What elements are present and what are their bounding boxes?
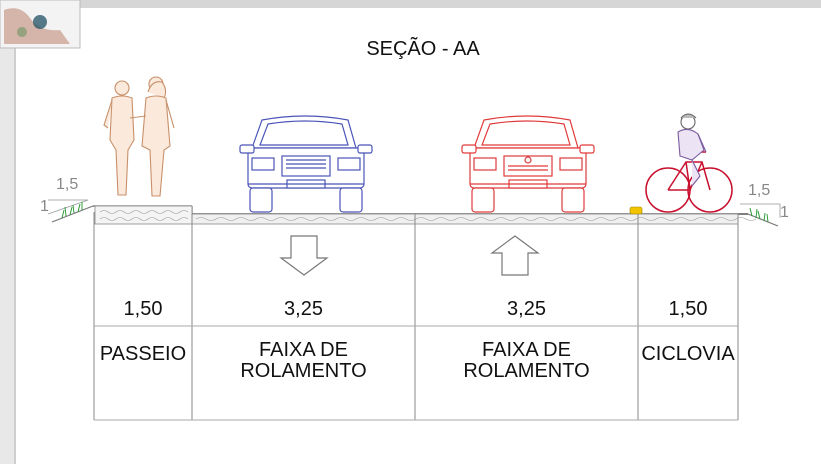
pedestrians-icon	[103, 76, 175, 197]
gravel-texture	[99, 210, 757, 221]
car-right-icon	[461, 115, 595, 213]
slope-right-rise: 1	[780, 204, 789, 221]
arrow-up-icon	[490, 235, 540, 276]
diagram-title: SEÇÃO - AA	[366, 38, 480, 60]
slope-left-rise: 1	[40, 198, 49, 215]
label-lane-2: FAIXA DE ROLAMENTO	[463, 339, 590, 382]
grass-right	[749, 207, 769, 223]
label-ciclovia: CICLOVIA	[641, 343, 735, 365]
top-bar	[0, 0, 821, 8]
slope-left-run: 1,5	[56, 176, 79, 193]
curb-marker	[629, 206, 643, 215]
left-margin-edge	[14, 0, 16, 464]
dimension-lane-1: 3,25	[284, 298, 323, 320]
slope-right-run: 1,5	[748, 182, 771, 199]
label-lane-1: FAIXA DE ROLAMENTO	[240, 339, 367, 382]
grass-left	[61, 202, 83, 219]
label-passeio: PASSEIO	[99, 343, 187, 365]
dimension-lane-2: 3,25	[507, 298, 546, 320]
section-dividers	[93, 212, 739, 420]
sidewalk-base	[94, 205, 193, 225]
dimension-passeio: 1,50	[123, 298, 163, 320]
thumbnail-image	[0, 0, 81, 49]
left-embankment	[51, 205, 94, 223]
arrow-down-icon	[279, 235, 329, 276]
right-embankment	[747, 213, 779, 227]
dimension-lines	[94, 325, 738, 421]
cyclist-icon	[645, 113, 733, 213]
car-left-icon	[239, 115, 373, 213]
left-margin	[0, 0, 14, 464]
dimension-ciclovia: 1,50	[668, 298, 708, 320]
